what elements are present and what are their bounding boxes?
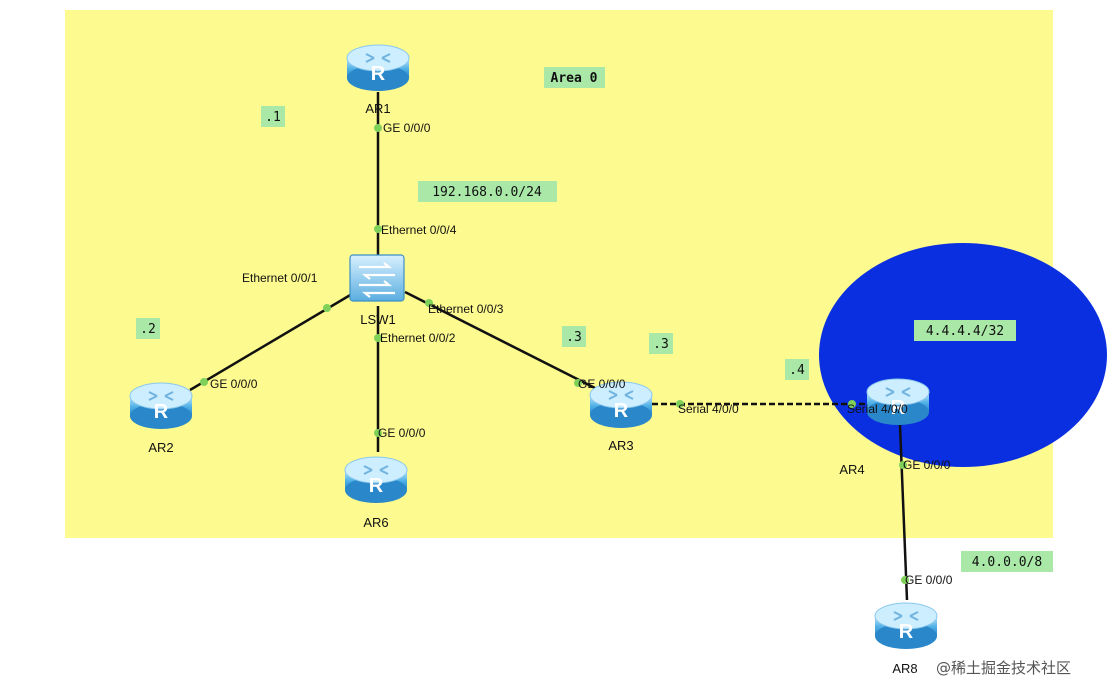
host-tag-ar3-right: .3 — [653, 337, 669, 352]
port-label-ar4-serial: Serial 4/0/0 — [847, 402, 908, 416]
port-dot — [676, 400, 684, 408]
host-tag-ar4: .4 — [789, 363, 805, 378]
device-ar1[interactable] — [346, 44, 410, 92]
tag-host-ar3-right: .3 — [649, 333, 673, 354]
port-label-ar2-ge: GE 0/0/0 — [210, 377, 258, 391]
port-dot — [200, 378, 208, 386]
watermark-text: @稀土掘金技术社区 — [936, 659, 1071, 677]
device-ar6[interactable] — [344, 456, 408, 504]
loopback-region — [819, 243, 1107, 467]
host-tag-ar1: .1 — [265, 110, 281, 125]
port-label-lsw-e2: Ethernet 0/0/2 — [380, 331, 456, 345]
device-name-ar4: AR4 — [839, 462, 864, 477]
link-ar4-ar8 — [898, 424, 909, 601]
router-icon — [129, 382, 193, 430]
port-label-ar6-ge: GE 0/0/0 — [378, 426, 426, 440]
port-dot — [425, 299, 433, 307]
port-dots — [200, 124, 909, 584]
router-icon — [346, 44, 410, 92]
port-dot — [374, 334, 382, 342]
port-dot — [901, 576, 909, 584]
port-label-lsw-e3: Ethernet 0/0/3 — [428, 302, 504, 316]
port-dot — [899, 461, 907, 469]
tag-ext-network: 4.0.0.0/8 — [961, 551, 1053, 572]
port-dot — [848, 400, 856, 408]
switch-icon — [349, 254, 405, 302]
port-dot — [374, 225, 382, 233]
port-label-lsw-e4: Ethernet 0/0/4 — [381, 223, 457, 237]
device-ar2[interactable] — [129, 382, 193, 430]
device-name-ar1: AR1 — [365, 101, 390, 116]
router-icon — [344, 456, 408, 504]
device-name-lsw1: LSW1 — [360, 312, 395, 327]
port-label-ar3-serial: Serial 4/0/0 — [678, 402, 739, 416]
network-label-lan: 192.168.0.0/24 — [432, 185, 542, 200]
port-dot — [374, 429, 382, 437]
host-tag-ar2: .2 — [140, 322, 156, 337]
link-lsw1-ar3 — [404, 290, 596, 390]
device-name-ar2: AR2 — [148, 440, 173, 455]
tag-stub-network: 4.4.4.4/32 — [914, 320, 1016, 341]
tag-host-ar3-left: .3 — [562, 326, 586, 347]
port-dot — [323, 304, 331, 312]
port-dot — [374, 124, 382, 132]
device-name-ar3: AR3 — [608, 438, 633, 453]
device-name-ar6: AR6 — [363, 515, 388, 530]
tag-host-ar1: .1 — [261, 106, 285, 127]
device-ar8[interactable] — [874, 602, 938, 650]
port-label-ar3-ge: GE 0/0/0 — [578, 377, 626, 391]
area-label: Area 0 — [551, 71, 598, 86]
tag-lan-network: 192.168.0.0/24 — [418, 181, 557, 202]
port-label-lsw-e1: Ethernet 0/0/1 — [242, 271, 318, 285]
device-lsw1[interactable] — [349, 254, 405, 302]
port-dot — [574, 379, 582, 387]
port-label-ar1-ge: GE 0/0/0 — [383, 121, 431, 135]
tag-host-ar2: .2 — [136, 318, 160, 339]
tag-area-0: Area 0 — [544, 67, 605, 88]
router-icon — [874, 602, 938, 650]
device-name-ar8: AR8 — [892, 661, 917, 676]
port-label-ar8-ge: GE 0/0/0 — [905, 573, 953, 587]
tag-host-ar4: .4 — [785, 359, 809, 380]
port-label-ar4-ge: GE 0/0/0 — [903, 458, 951, 472]
stub-label: 4.4.4.4/32 — [926, 324, 1004, 339]
host-tag-ar3-left: .3 — [566, 330, 582, 345]
network-label-ext: 4.0.0.0/8 — [972, 555, 1042, 570]
